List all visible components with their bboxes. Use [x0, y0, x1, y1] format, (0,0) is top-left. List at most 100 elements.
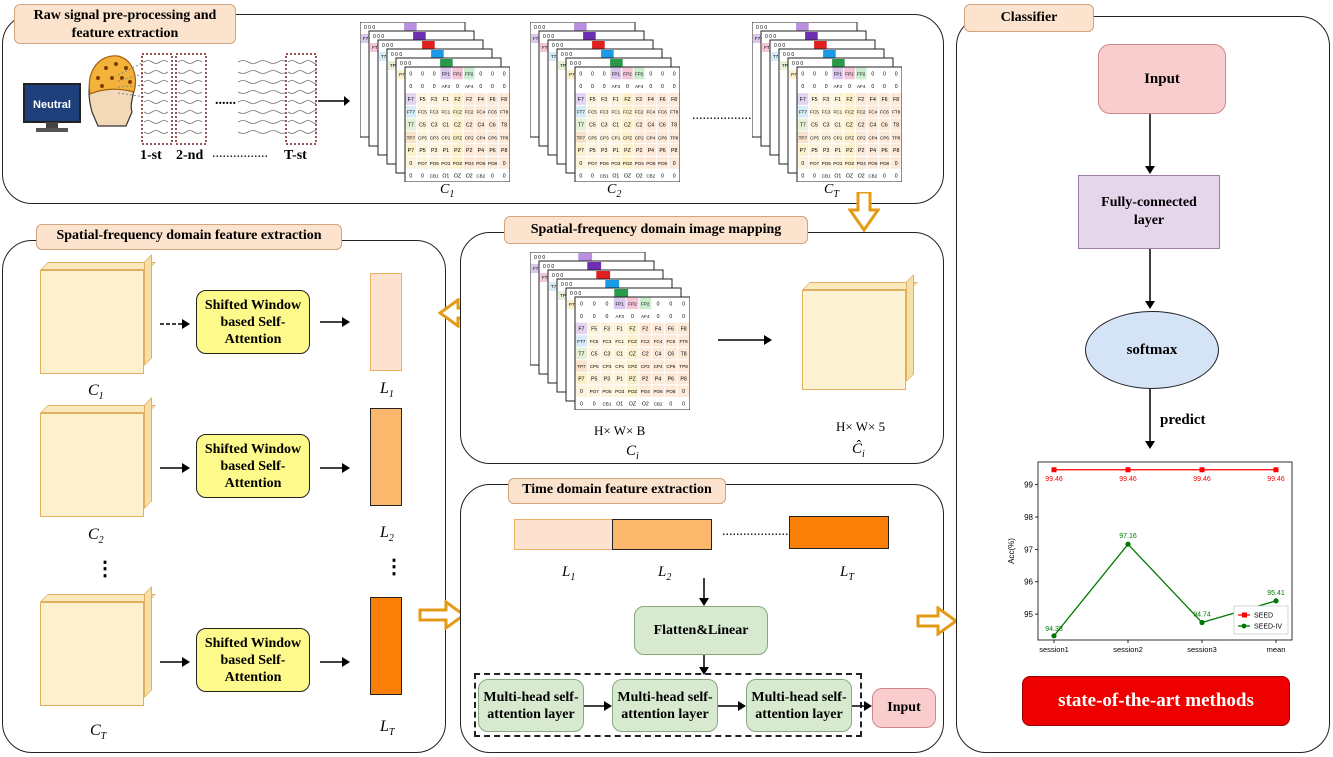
electrode-cell: FZ: [454, 97, 460, 103]
matrix-side-label: F7: [533, 36, 539, 41]
electrode-cell: 0: [491, 84, 494, 90]
electrode-cell: F1: [617, 326, 623, 332]
electrode-cell: 0: [579, 84, 582, 90]
matrix-side-label: TP7: [560, 293, 569, 298]
matrix-header-text: 0 0 0: [570, 291, 581, 297]
matrix-side-label: T7: [551, 284, 557, 289]
electrode-cell: 0: [605, 314, 608, 320]
segment-label-1: 1-st: [140, 148, 162, 163]
electrode-cell: TP8: [670, 135, 679, 140]
electrode-cell: P4: [870, 148, 876, 154]
matrix-header-text: 0 0 0: [561, 52, 572, 58]
electrode-cell: P6: [668, 377, 674, 383]
matrix-side-label: TP7: [390, 63, 399, 68]
electrode-cell: F7: [800, 97, 806, 103]
electrode-cell: CZ: [629, 352, 636, 358]
mhsa-block-2: Multi-head self-attention layer: [612, 679, 718, 732]
electrode-cell: 0: [433, 71, 436, 77]
electrode-cell: CP3: [822, 135, 831, 140]
electrode-cell: FP2: [635, 71, 644, 76]
time-bar-lt: [789, 516, 889, 549]
electrode-cell: PO7: [588, 161, 598, 166]
electrode-cell: P3: [431, 148, 437, 154]
electrode-cell: C2: [642, 352, 649, 358]
classifier-input-block: Input: [1098, 44, 1226, 114]
matrix-header-text: 0 0 0: [534, 255, 545, 261]
electrode-cell: F6: [881, 97, 887, 103]
electrode-cell: CP6: [880, 135, 889, 140]
electrode-cell: CPZ: [845, 135, 854, 140]
electrode-cell: CB1: [602, 402, 611, 407]
electrode-cell: 0: [433, 84, 436, 90]
electrode-cell: CP1: [441, 135, 450, 140]
electrode-cell: O2: [466, 174, 473, 180]
electrode-cell: C4: [648, 123, 655, 129]
arrow-ct: [160, 657, 190, 667]
electrode-cell: PO8: [880, 161, 890, 166]
electrode-cell: P2: [642, 377, 648, 383]
electrode-cell: F6: [489, 97, 495, 103]
electrode-cell: C6: [489, 123, 496, 129]
electrode-cell: FC4: [868, 110, 877, 115]
matrix-header-text: 0 0 0: [391, 52, 402, 58]
electrode-cell: P7: [408, 148, 414, 154]
electrode-cell: CP2: [641, 364, 650, 369]
electrode-cell: FC3: [600, 110, 609, 115]
electrode-cell: 0: [669, 301, 672, 307]
map-right-dims: H× W× 5: [836, 419, 886, 434]
map-right-label: Ĉi: [852, 441, 865, 460]
bar-label-l1: L1: [380, 380, 394, 401]
electrode-cell: C5: [589, 123, 596, 129]
data-point: [1125, 467, 1131, 473]
electrode-cell: FC1: [833, 110, 842, 115]
electrode-cell: PO8: [666, 389, 676, 394]
electrode-cell: 0: [591, 174, 594, 180]
electrode-cell: F7: [578, 326, 584, 332]
electrode-cell: FP2: [641, 301, 650, 306]
electrode-cell: FC5: [810, 110, 819, 115]
legend-label: SEED: [1254, 613, 1273, 620]
arrow-to-flatten: [699, 578, 709, 606]
y-tick-label: 96: [1024, 578, 1033, 587]
electrode-cell: 0: [579, 71, 582, 77]
electrode-cell: FC1: [441, 110, 450, 115]
electrode-cell: 0: [895, 161, 898, 167]
electrode-cell: C1: [443, 123, 450, 129]
electrode-cell: P3: [601, 148, 607, 154]
electrode-cell: P2: [636, 148, 642, 154]
electrode-cell: P2: [466, 148, 472, 154]
electrode-cell: OZ: [629, 402, 636, 408]
electrode-cell: CP5: [810, 135, 819, 140]
electrode-cell: PO3: [615, 389, 625, 394]
arrow-to-softmax: [1145, 249, 1155, 309]
legend-label: SEED-IV: [1254, 624, 1282, 631]
electrode-cell: OZ: [846, 174, 853, 180]
electrode-cell: P7: [578, 377, 584, 383]
electrode-cell: F1: [443, 97, 449, 103]
electrode-cell: 0: [603, 71, 606, 77]
electrode-cell: FT7: [577, 110, 586, 115]
cube-ct: [40, 586, 156, 706]
arrow-c2: [160, 463, 190, 473]
matrix-side-label: T7: [773, 54, 779, 59]
arrow-to-fc: [1145, 114, 1155, 174]
electrode-cell: CZ: [846, 123, 853, 129]
matrix-side-label: P7: [569, 302, 575, 307]
electrode-cell: PO6: [653, 389, 663, 394]
electrode-cell: C3: [604, 352, 611, 358]
electrode-cell: O1: [616, 402, 623, 408]
electrode-cell: TP7: [577, 135, 586, 140]
electrode-cell: POZ: [628, 389, 638, 394]
hollow-arrow-right-classifier: [916, 606, 958, 636]
electrode-cell: C1: [616, 352, 623, 358]
electrode-cell: CB2: [646, 174, 655, 179]
electrode-cell: F8: [681, 326, 687, 332]
electrode-cell: F1: [835, 97, 841, 103]
electrode-cell: FC5: [418, 110, 427, 115]
electrode-cell: PO4: [635, 161, 645, 166]
electrode-cell: P8: [671, 148, 677, 154]
